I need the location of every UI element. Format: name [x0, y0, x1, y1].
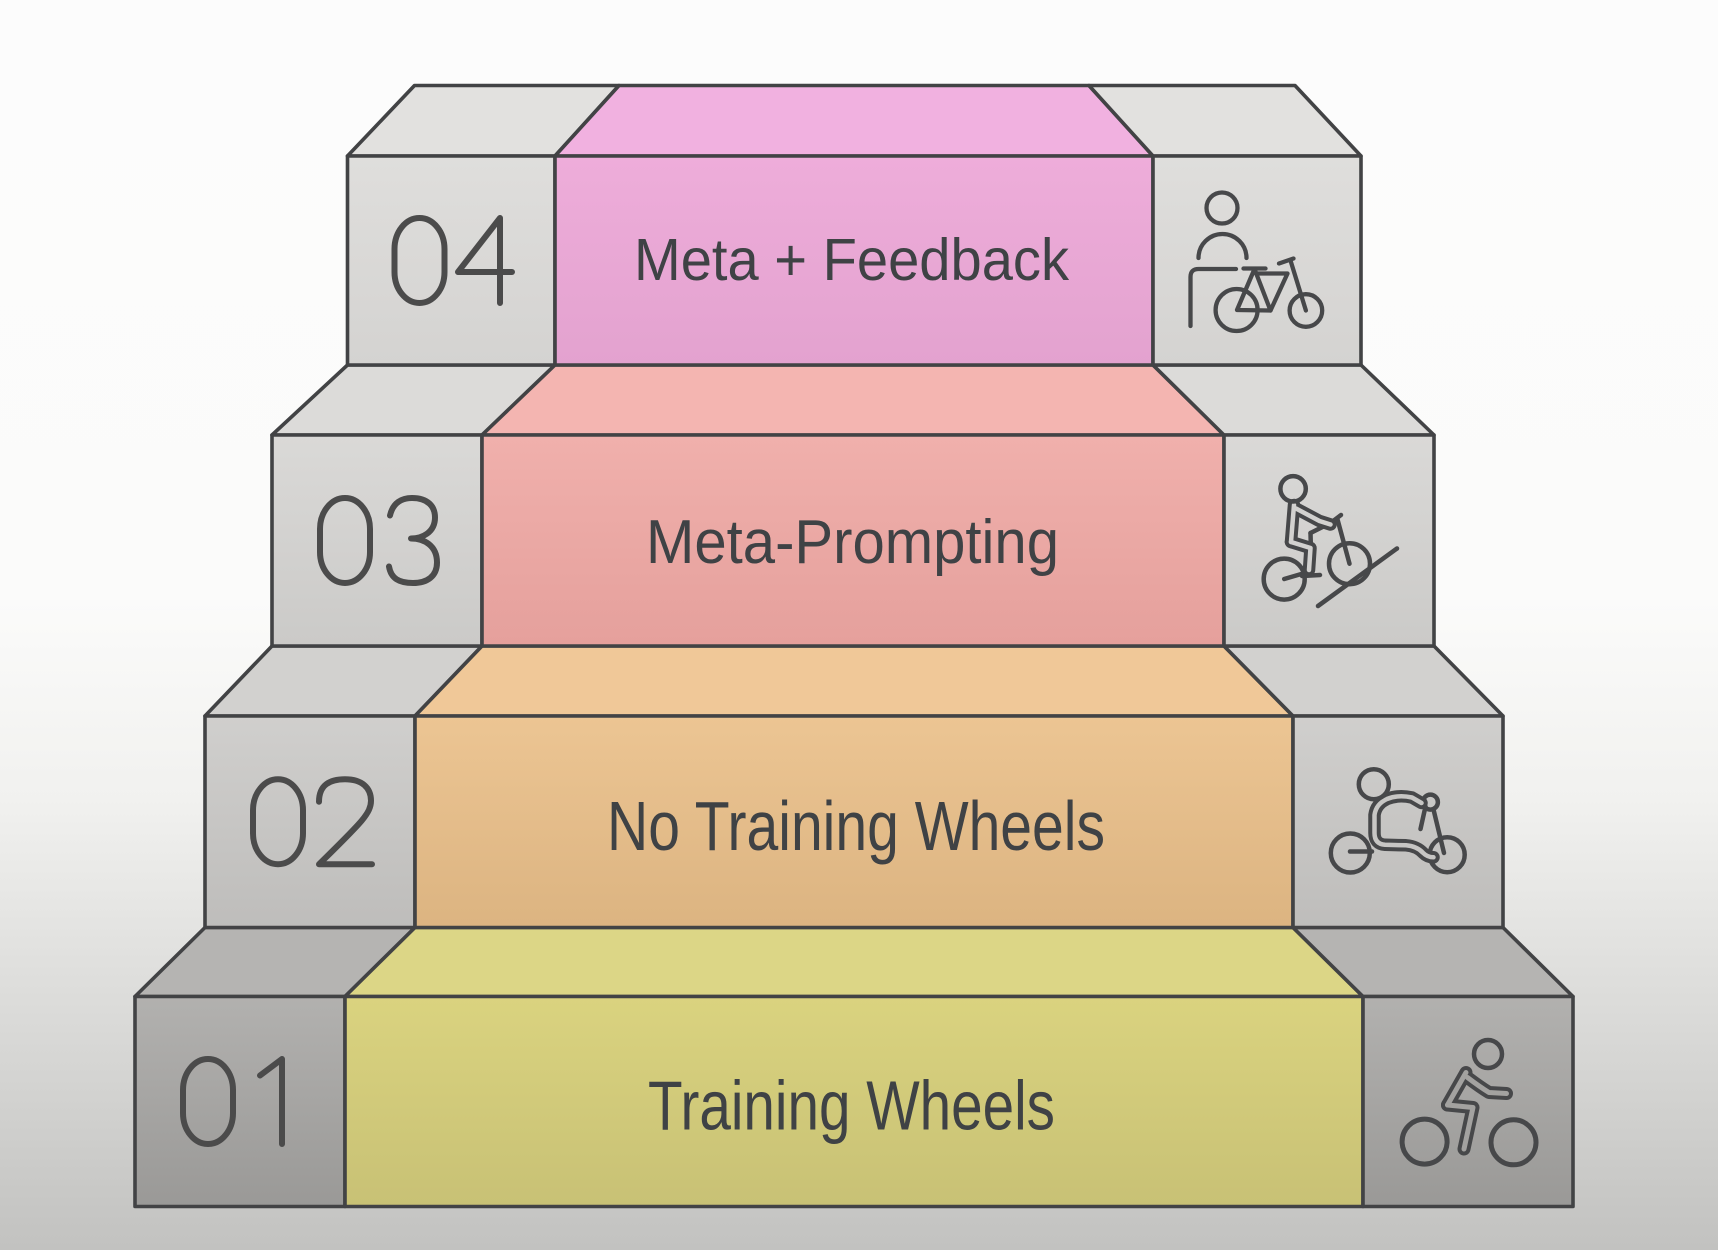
svg-text:Meta + Feedback: Meta + Feedback [634, 227, 1069, 293]
svg-text:Meta-Prompting: Meta-Prompting [646, 508, 1059, 577]
svg-text:No Training Wheels: No Training Wheels [607, 787, 1105, 865]
svg-text:Training Wheels: Training Wheels [648, 1067, 1055, 1145]
